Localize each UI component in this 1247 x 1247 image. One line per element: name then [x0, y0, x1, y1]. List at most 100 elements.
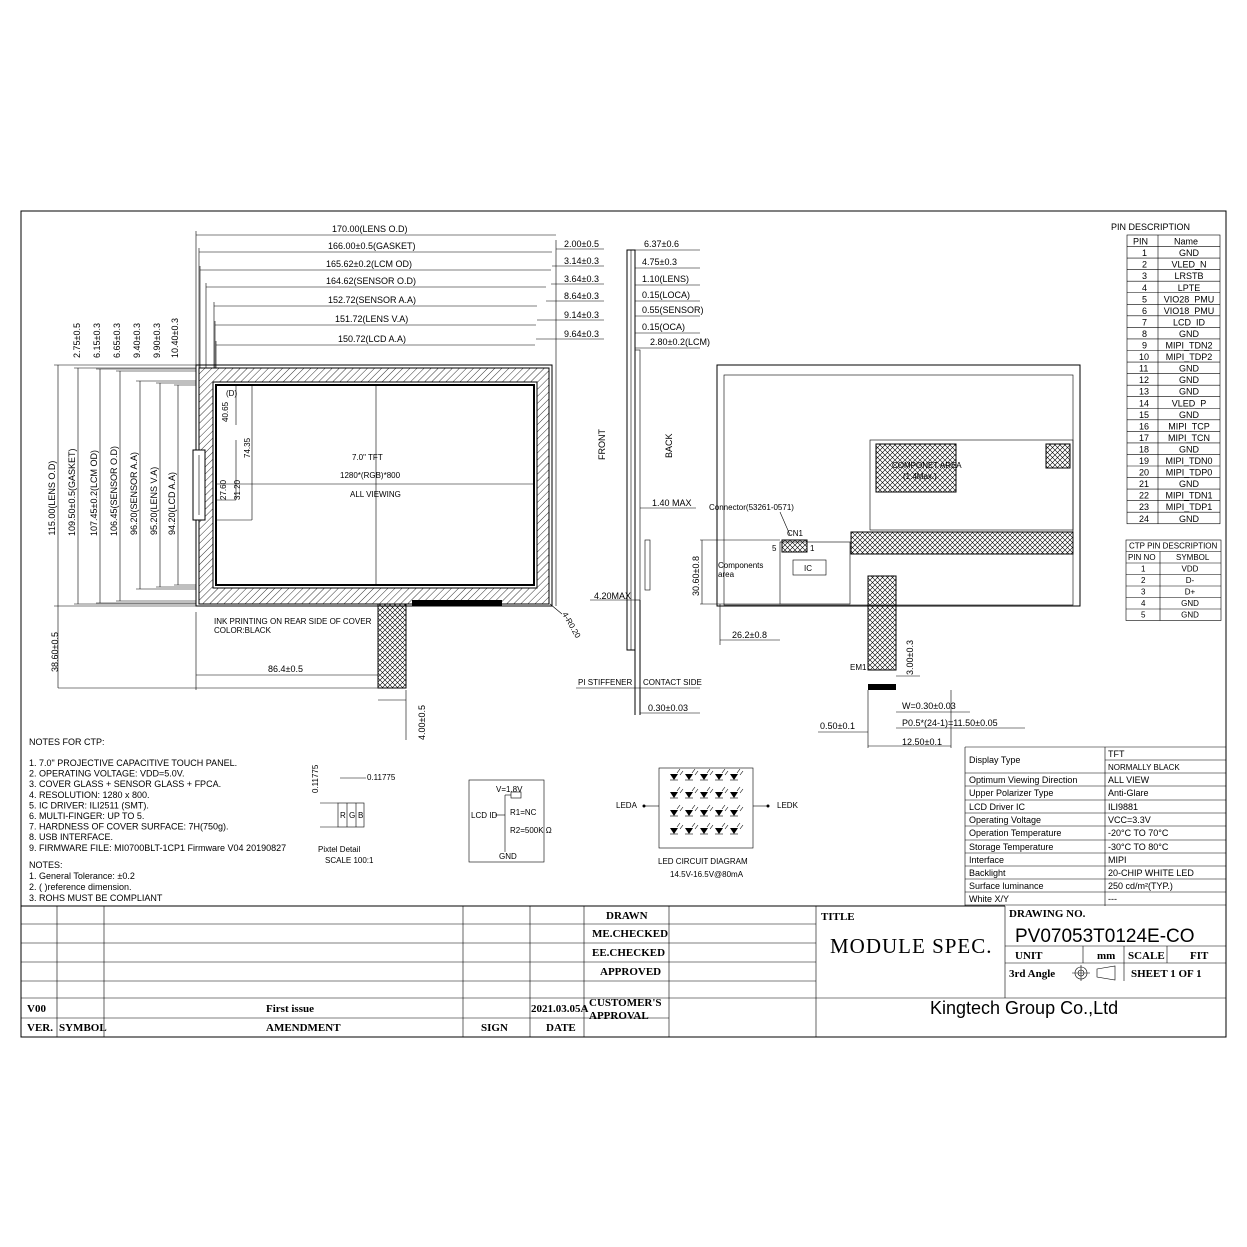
tb-scale: SCALE	[1128, 950, 1165, 962]
tb-approved: APPROVED	[600, 966, 661, 978]
pixel-r: R	[340, 811, 346, 820]
components-label-1: Components	[718, 561, 763, 570]
center-text-3: ALL VIEWING	[350, 490, 401, 499]
spec-value: NORMALLY BLACK	[1108, 763, 1180, 772]
pin-no: 10	[1139, 352, 1149, 362]
note-item: 2. ( )reference dimension.	[29, 882, 132, 892]
pin-name: GND	[1179, 410, 1200, 420]
dim-38-60: 38.60±0.5	[50, 632, 60, 672]
ctp-symbol: GND	[1181, 599, 1199, 608]
components-label-2: area	[718, 570, 735, 579]
cn1-pin1: 1	[810, 544, 815, 553]
pin-no: 8	[1142, 329, 1147, 339]
pin-no: 17	[1139, 433, 1149, 443]
top-right-dim-3: 8.64±0.3	[564, 291, 599, 301]
tb-fit: FIT	[1190, 950, 1209, 962]
pin-name: GND	[1179, 364, 1200, 374]
tb-drawn: DRAWN	[606, 910, 648, 922]
top-right-dim-5: 9.64±0.3	[564, 329, 599, 339]
left-dimensions: 115.00(LENS O.D)109.50±0.5(GASKET)107.45…	[47, 364, 196, 607]
em1-label: EM1	[850, 663, 867, 672]
pixel-g: G	[349, 811, 355, 820]
pin-no: 12	[1139, 375, 1149, 385]
pin-header-pin: PIN	[1133, 237, 1148, 247]
led-a: LEDA	[616, 801, 638, 810]
third-angle-icon	[1072, 965, 1116, 981]
dim-3-00: 3.00±0.3	[905, 640, 915, 675]
top-right-dim-0: 2.00±0.5	[564, 239, 599, 249]
top-right-dim-4: 9.14±0.3	[564, 310, 599, 320]
pixel-dim-v: 0.11775	[311, 764, 320, 793]
spec-label: White X/Y	[969, 894, 1009, 904]
dim-40-65: 40.65	[221, 401, 230, 422]
connector-label: Connector(53261-0571)	[709, 503, 794, 512]
led-diode	[730, 828, 738, 834]
led-diode	[670, 774, 678, 780]
pin-header-name: Name	[1174, 237, 1198, 247]
top-dim-6: 150.72(LCD A.A)	[338, 334, 406, 344]
ic-label: IC	[804, 564, 812, 573]
pin-name: MIPI_TCP	[1168, 421, 1210, 431]
sheet-frame	[20, 210, 1227, 1038]
ctp-symbol: D-	[1186, 576, 1195, 585]
label-back: BACK	[664, 433, 674, 458]
tb-h-symbol: SYMBOL	[59, 1022, 107, 1034]
vert-dim-4: 96.20(SENSOR A.A)	[129, 452, 139, 535]
spec-label: Backlight	[969, 868, 1006, 878]
tb-me-checked: ME.CHECKED	[592, 928, 668, 940]
top-dim-4: 152.72(SENSOR A.A)	[328, 295, 416, 305]
spec-label: Interface	[969, 855, 1004, 865]
side-dim-4: 0.55(SENSOR)	[642, 305, 704, 315]
small-dim-4: 9.90±0.3	[152, 323, 162, 358]
pin-no: 2	[1142, 260, 1147, 270]
side-dim-5: 0.15(OCA)	[642, 322, 685, 332]
side-view: 6.37±0.64.75±0.31.10(LENS)0.15(LOCA)0.55…	[576, 239, 710, 715]
top-right-dim-1: 3.14±0.3	[564, 256, 599, 266]
led-diode	[700, 828, 708, 834]
pin-no: 19	[1139, 456, 1149, 466]
ctp-pin-no: 3	[1141, 588, 1146, 597]
led-diode	[670, 828, 678, 834]
dim-4-00: 4.00±0.5	[417, 705, 427, 740]
note-ctp-item: 4. RESOLUTION: 1280 x 800.	[29, 790, 150, 800]
pin-title: PIN DESCRIPTION	[1111, 222, 1190, 232]
back-view: COMPONET AREA (1.4Max.) IC CN1 5 1 Conne…	[691, 364, 1081, 748]
top-dim-2: 165.62±0.2(LCM OD)	[326, 259, 412, 269]
spec-value: -20°C TO 70°C	[1108, 828, 1169, 838]
pixel-title: Pixtel Detail	[318, 845, 360, 854]
tb-issue: First issue	[266, 1003, 314, 1015]
pin-no: 20	[1139, 468, 1149, 478]
pin-no: 3	[1142, 271, 1147, 281]
top-right-dim-2: 3.64±0.3	[564, 274, 599, 284]
side-dim-6: 2.80±0.2(LCM)	[650, 337, 710, 347]
pin-name: MIPI_TDN0	[1165, 456, 1212, 466]
led-diode	[685, 774, 693, 780]
pin-no: 21	[1139, 479, 1149, 489]
pin-no: 13	[1139, 387, 1149, 397]
tb-angle: 3rd Angle	[1009, 968, 1055, 980]
ctp-pin-no: 1	[1141, 565, 1146, 574]
spec-value: VCC=3.3V	[1108, 815, 1151, 825]
pin-name: VIO18_PMU	[1164, 306, 1215, 316]
tb-unit: UNIT	[1015, 950, 1043, 962]
led-spec: 14.5V-16.5V@80mA	[670, 870, 744, 879]
dim-pitch: P0.5*(24-1)=11.50±0.05	[902, 718, 998, 728]
pin-name: LPTE	[1178, 283, 1201, 293]
note-ctp-item: 2. OPERATING VOLTAGE: VDD=5.0V.	[29, 769, 184, 779]
small-dim-3: 9.40±0.3	[132, 323, 142, 358]
spec-label: Storage Temperature	[969, 842, 1053, 852]
led-diode	[670, 792, 678, 798]
led-diode	[700, 810, 708, 816]
vert-dim-1: 109.50±0.5(GASKET)	[67, 449, 77, 536]
note-ctp-item: 1. 7.0" PROJECTIVE CAPACITIVE TOUCH PANE…	[29, 758, 237, 768]
tb-drawing-no: PV07053T0124E-CO	[1015, 926, 1195, 947]
lcd-id-circuit: V=1.8V LCD ID R1=NC R2=500K Ω GND	[468, 779, 552, 863]
pin-no: 6	[1142, 306, 1147, 316]
pin-no: 18	[1139, 444, 1149, 454]
pin-no: 1	[1142, 248, 1147, 258]
led-array	[670, 768, 744, 835]
led-diode	[715, 774, 723, 780]
label-pi-stiffener: PI STIFFENER	[578, 678, 632, 687]
led-diode	[715, 828, 723, 834]
